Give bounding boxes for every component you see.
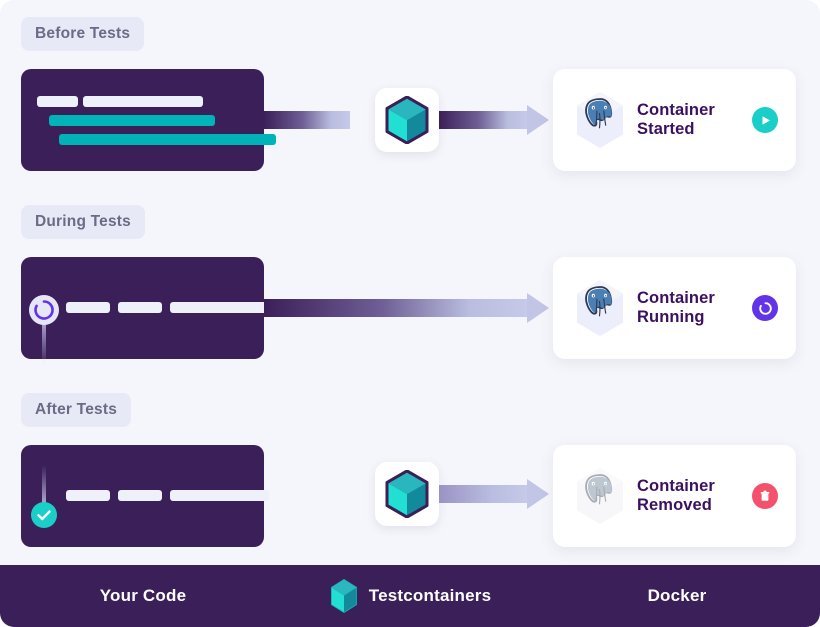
stage-chip-during-tests: During Tests xyxy=(21,205,145,239)
legend-your-code: Your Code xyxy=(0,586,286,606)
status-card-container-started: Container Started xyxy=(553,69,796,171)
stage-chip-after-tests: After Tests xyxy=(21,393,132,427)
code-line-segment xyxy=(170,302,269,313)
testcontainers-tile-3 xyxy=(375,462,439,526)
code-line-segment xyxy=(118,490,162,501)
spinner-icon xyxy=(758,301,772,315)
testcontainers-cube-icon xyxy=(330,578,357,614)
testcontainers-cube-icon xyxy=(385,470,429,518)
code-block-before-tests xyxy=(21,69,276,171)
arrow-code-to-status-2 xyxy=(264,293,549,323)
code-block-during-tests xyxy=(21,257,269,366)
status-title-line2: Running xyxy=(637,308,705,326)
status-badge-spinner xyxy=(752,295,778,321)
database-logo-wrap xyxy=(563,88,637,152)
arrow-shaft xyxy=(439,111,527,129)
stage-chip-before-tests: Before Tests xyxy=(21,17,145,51)
code-line-segment xyxy=(118,302,162,313)
play-icon xyxy=(762,115,770,125)
code-line-segment xyxy=(37,96,78,107)
arrow-code-to-cube-1 xyxy=(264,111,372,129)
database-logo-wrap xyxy=(563,464,637,528)
arrow-shaft xyxy=(264,111,350,129)
legend-docker: Docker xyxy=(534,586,820,606)
postgresql-elephant-icon xyxy=(577,280,623,336)
status-title-line2: Removed xyxy=(637,496,712,514)
status-title-line1: Container xyxy=(637,100,715,119)
testcontainers-cube-icon xyxy=(385,96,429,144)
arrow-head xyxy=(527,105,549,135)
status-card-title: Container Removed xyxy=(637,477,752,516)
status-badge-play xyxy=(752,107,778,133)
code-line-segment xyxy=(66,302,110,313)
code-line-segment xyxy=(59,134,276,145)
status-title-line1: Container xyxy=(637,476,715,495)
trash-icon xyxy=(760,490,770,501)
arrow-cube-to-status-3 xyxy=(439,479,549,509)
code-line-segment xyxy=(170,490,269,501)
spinner-marker-icon xyxy=(29,295,59,366)
legend-footer: Your Code Testcontainers Docker xyxy=(0,565,820,627)
status-badge-trash xyxy=(752,483,778,509)
stage-chip-label: Before Tests xyxy=(35,25,131,42)
code-line-segment xyxy=(83,96,203,107)
status-title-line2: Started xyxy=(637,120,695,138)
testcontainers-tile-1 xyxy=(375,88,439,152)
arrow-head xyxy=(527,293,549,323)
database-logo-wrap xyxy=(563,276,637,340)
status-card-container-removed: Container Removed xyxy=(553,445,796,547)
status-title-line1: Container xyxy=(637,288,715,307)
status-card-title: Container Running xyxy=(637,289,752,328)
status-card-container-running: Container Running xyxy=(553,257,796,359)
stage-chip-label: After Tests xyxy=(35,401,118,418)
legend-testcontainers: Testcontainers xyxy=(286,578,534,614)
stage-chip-label: During Tests xyxy=(35,213,131,230)
arrow-shaft xyxy=(264,299,527,317)
code-line-segment xyxy=(66,490,110,501)
legend-label: Docker xyxy=(647,586,707,605)
status-card-title: Container Started xyxy=(637,101,752,140)
legend-label: Testcontainers xyxy=(368,586,492,605)
code-block-after-tests xyxy=(21,445,269,547)
arrow-shaft xyxy=(439,485,527,503)
arrow-head xyxy=(527,479,549,509)
check-marker-icon xyxy=(31,465,57,528)
code-line-segment xyxy=(49,115,215,126)
arrow-cube-to-status-1 xyxy=(439,105,549,135)
postgresql-elephant-icon xyxy=(577,468,623,524)
legend-label: Your Code xyxy=(99,586,187,605)
postgresql-elephant-icon xyxy=(577,92,623,148)
